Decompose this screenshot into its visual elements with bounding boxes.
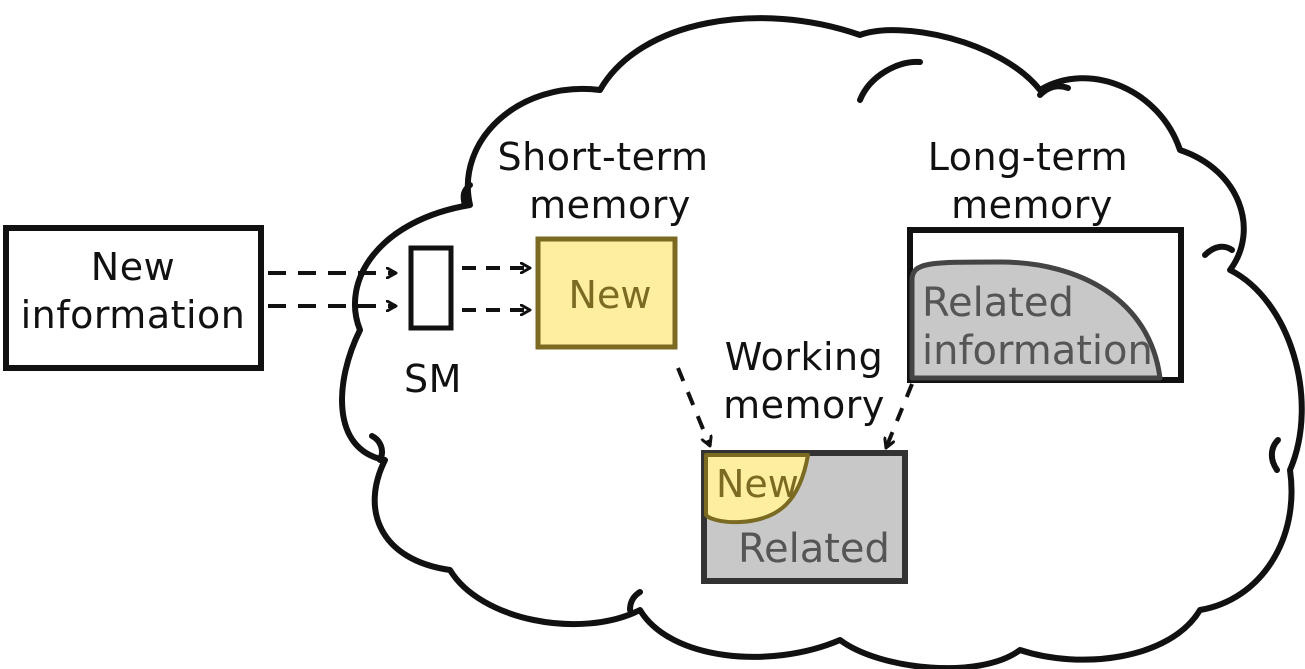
cloud-curl — [1268, 437, 1281, 473]
long-term-memory-content-line2: information — [922, 328, 1153, 374]
long-term-memory-content-line1: Related — [922, 280, 1074, 326]
new-information-box — [3, 225, 264, 371]
sensory-memory-box — [408, 245, 454, 331]
short-term-memory-label-line1: Short-term — [498, 135, 709, 179]
long-term-memory-label-line2: memory — [951, 183, 1113, 227]
cloud-curl — [369, 433, 385, 463]
new-information-label-line1: New — [91, 245, 175, 289]
sensory-memory-node: SM — [404, 245, 462, 401]
working-memory-label-line2: memory — [723, 383, 885, 427]
short-term-memory-label-line2: memory — [529, 183, 691, 227]
new-information-label-line2: information — [21, 293, 246, 337]
cloud-curl — [627, 589, 643, 613]
short-term-memory-box — [535, 236, 678, 350]
working-memory-content-related: Related — [738, 526, 890, 572]
short-term-memory-node: Short-term memory New — [498, 135, 709, 350]
arrow-ltm-to-wm — [886, 383, 914, 448]
long-term-memory-label-line1: Long-term — [928, 135, 1128, 179]
cloud-curl — [1202, 243, 1235, 258]
cloud-curl — [460, 182, 473, 208]
cloud-curl — [857, 58, 923, 103]
short-term-memory-content: New — [569, 273, 652, 317]
new-information-node: New information — [3, 225, 264, 371]
brain-cloud-outline — [339, 15, 1305, 669]
working-memory-content-new: New — [716, 462, 799, 506]
working-memory-node: Working memory New Related — [701, 335, 908, 584]
long-term-memory-node: Long-term memory Related information — [907, 135, 1184, 383]
cloud-curl — [1037, 83, 1071, 98]
sensory-memory-label: SM — [404, 357, 462, 401]
working-memory-label-line1: Working — [725, 335, 884, 379]
working-memory-new-region — [704, 453, 810, 525]
related-information-region — [909, 259, 1163, 381]
